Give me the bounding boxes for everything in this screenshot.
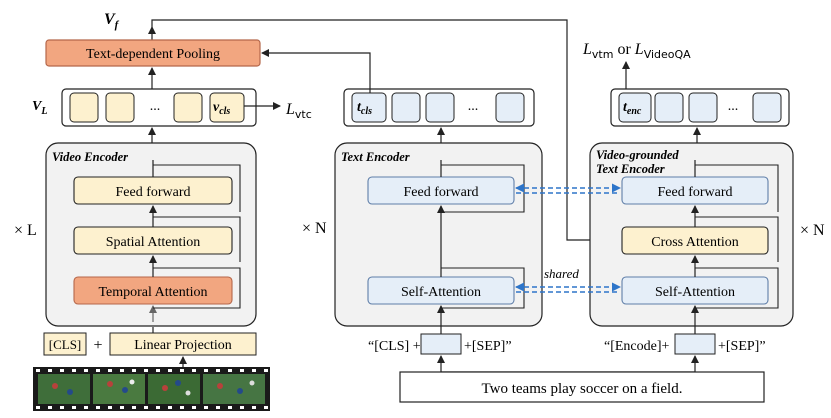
cross-attention-label: Cross Attention <box>651 235 739 250</box>
video-cls-token-box <box>43 332 87 356</box>
linear-projection-label: Linear Projection <box>134 338 232 353</box>
grounded-input-slot <box>674 333 716 355</box>
text-encoder-title: Text Encoder <box>341 150 410 164</box>
grounded-input-left: “[Encode]+ <box>604 339 670 354</box>
shared-label: shared <box>544 266 579 281</box>
text-input-right: +[SEP]” <box>464 339 512 354</box>
tcls-to-pooling-arrow <box>261 49 371 93</box>
text-token <box>495 92 525 123</box>
temporal-attention-label: Temporal Attention <box>98 285 207 300</box>
grounded-feed-forward-label: Feed forward <box>657 185 732 200</box>
text-token <box>391 92 421 123</box>
spatial-attention-label: Spatial Attention <box>106 235 201 250</box>
text-cls-token <box>351 92 387 123</box>
grounded-encoder-title-2: Text Encoder <box>596 162 665 176</box>
text-dependent-pooling-box <box>45 39 261 67</box>
text-feed-forward-label: Feed forward <box>403 185 478 200</box>
input-sentence: Two teams play soccer on a field. <box>482 381 683 397</box>
grounded-token <box>654 92 684 123</box>
video-encoder-title: Video Encoder <box>52 150 128 164</box>
video-feed-forward-label: Feed forward <box>115 185 190 200</box>
vl-label: VL <box>32 99 47 117</box>
grounded-self-attention-label: Self-Attention <box>655 285 735 300</box>
video-plus-sign: + <box>93 337 102 354</box>
grounded-token-ellipsis: ... <box>728 99 739 114</box>
grounded-input-right: +[SEP]” <box>718 339 766 354</box>
tcls-label: tcls <box>357 100 372 117</box>
video-layers-label: × L <box>14 222 37 239</box>
vf-to-cross-attention-arrow <box>151 19 614 244</box>
input-sentence-box <box>399 371 765 403</box>
linear-projection-box <box>109 332 257 356</box>
loss-vtc-label: Lvtc <box>285 101 312 121</box>
video-token <box>105 92 135 123</box>
video-token <box>173 92 203 123</box>
video-token-ellipsis: ... <box>150 99 161 114</box>
text-self-attention-label: Self-Attention <box>401 285 481 300</box>
vcls-label: vcls <box>213 100 230 117</box>
video-cls-token <box>209 92 245 123</box>
vf-label: Vf <box>104 11 120 31</box>
text-input-slot <box>420 333 462 355</box>
grounded-encoder-title-1: Video-grounded <box>596 148 679 162</box>
video-frames-film-strip <box>33 367 270 411</box>
text-token <box>425 92 455 123</box>
grounded-layers-label: × N <box>800 222 825 239</box>
text-layers-label: × N <box>302 220 327 237</box>
text-input-left: “[CLS] + <box>368 339 421 354</box>
video-token <box>69 92 99 123</box>
grounded-enc-token <box>618 92 652 123</box>
video-cls-token-label: [CLS] <box>49 337 82 352</box>
pooling-label: Text-dependent Pooling <box>86 47 220 62</box>
grounded-token <box>688 92 718 123</box>
text-token-ellipsis: ... <box>468 99 479 114</box>
tenc-label: tenc <box>623 100 642 117</box>
grounded-token <box>752 92 782 123</box>
